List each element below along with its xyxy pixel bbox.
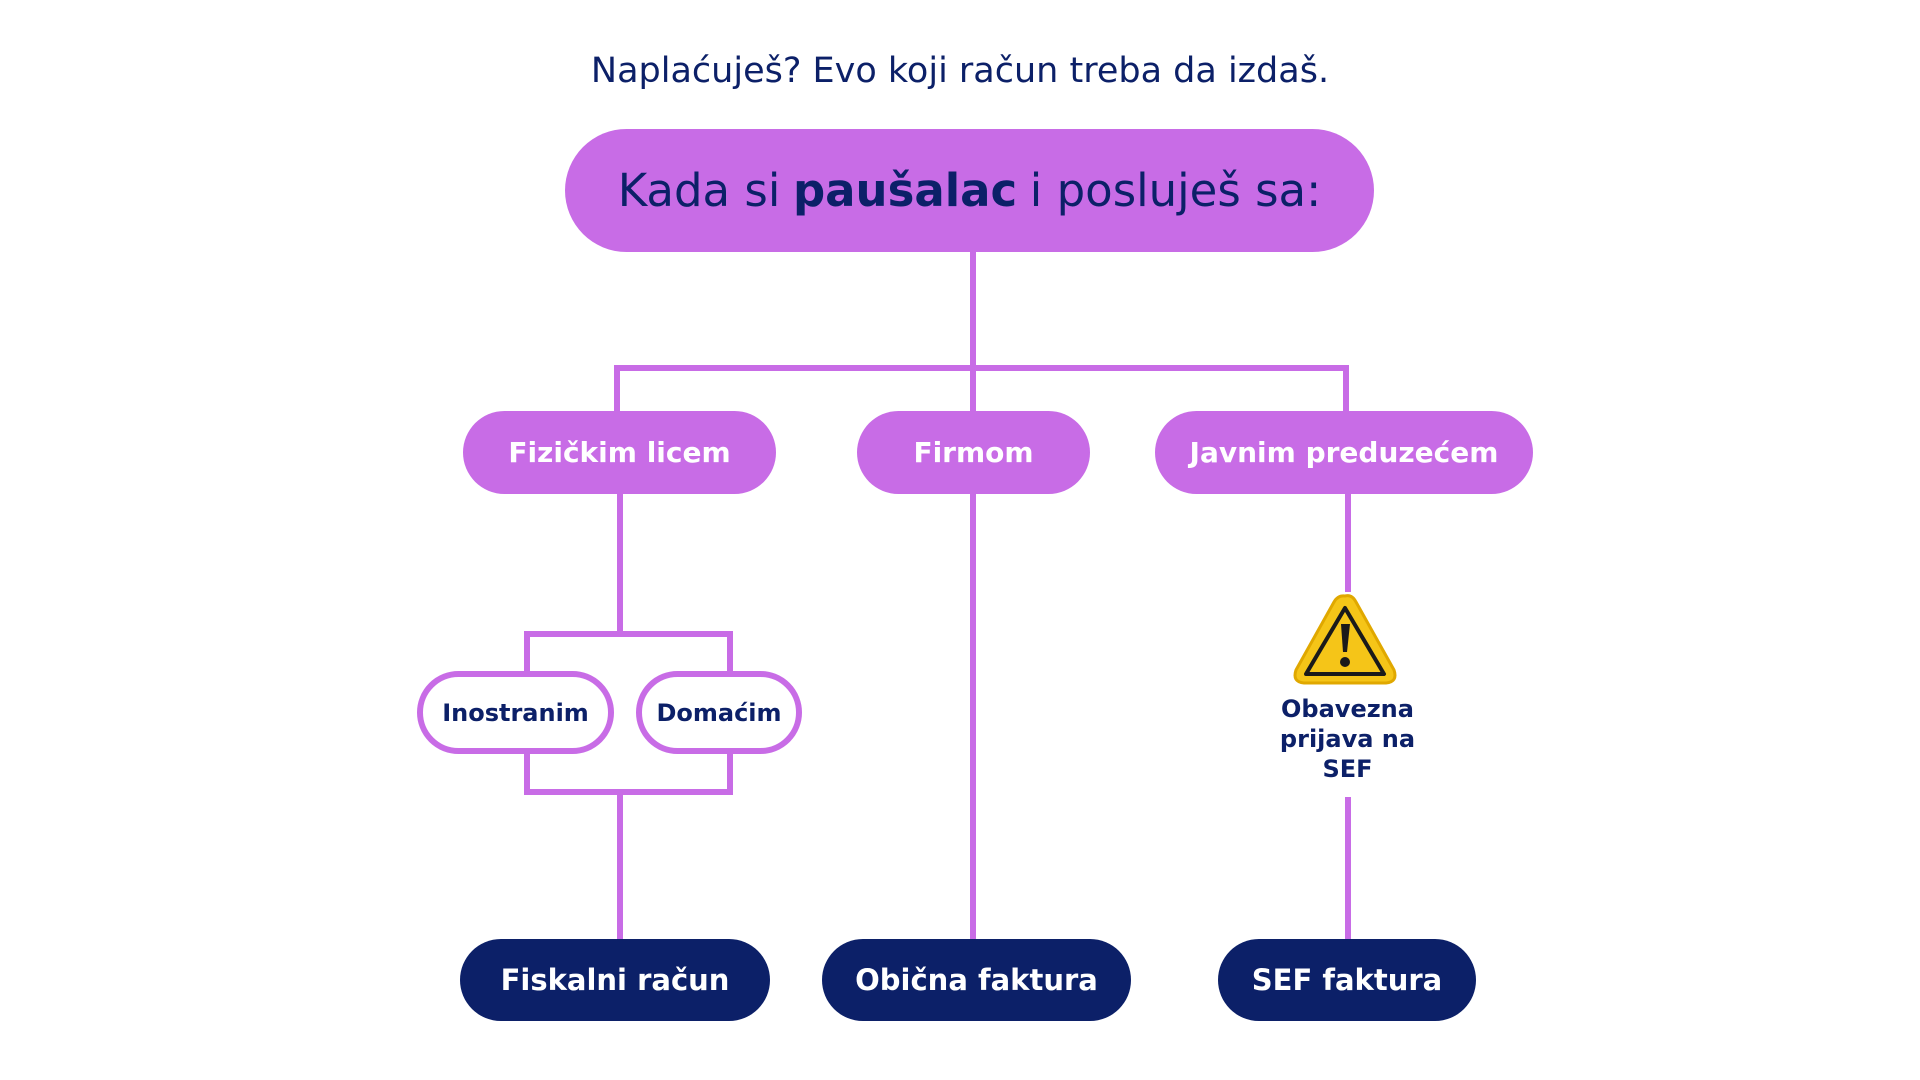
root-prefix: Kada si [617, 164, 781, 217]
connector-sub-bottom [524, 754, 733, 795]
category-firma: Firmom [857, 411, 1090, 494]
connector-branch [614, 365, 1349, 411]
category-fizicko-lice: Fizičkim licem [463, 411, 776, 494]
category-javno-preduzece: Javnim preduzećem [1155, 411, 1533, 494]
result-obicna-faktura: Obična faktura [822, 939, 1131, 1021]
root-node: Kada si paušalac i posluješ sa: [565, 129, 1374, 252]
result-sef-faktura: SEF faktura [1218, 939, 1476, 1021]
warning-icon [1293, 594, 1397, 685]
subcategory-domacim: Domaćim [636, 671, 802, 754]
warning-text: Obavezna prijava na SEF [1279, 695, 1416, 783]
connector-sub-top [524, 631, 733, 671]
subtitle: Naplaćuješ? Evo koji račun treba da izda… [590, 51, 1330, 91]
result-fiskalni-racun: Fiskalni račun [460, 939, 770, 1021]
root-bold: paušalac [792, 164, 1018, 217]
root-suffix: i posluješ sa: [1029, 164, 1322, 217]
subcategory-inostranim: Inostranim [417, 671, 614, 754]
